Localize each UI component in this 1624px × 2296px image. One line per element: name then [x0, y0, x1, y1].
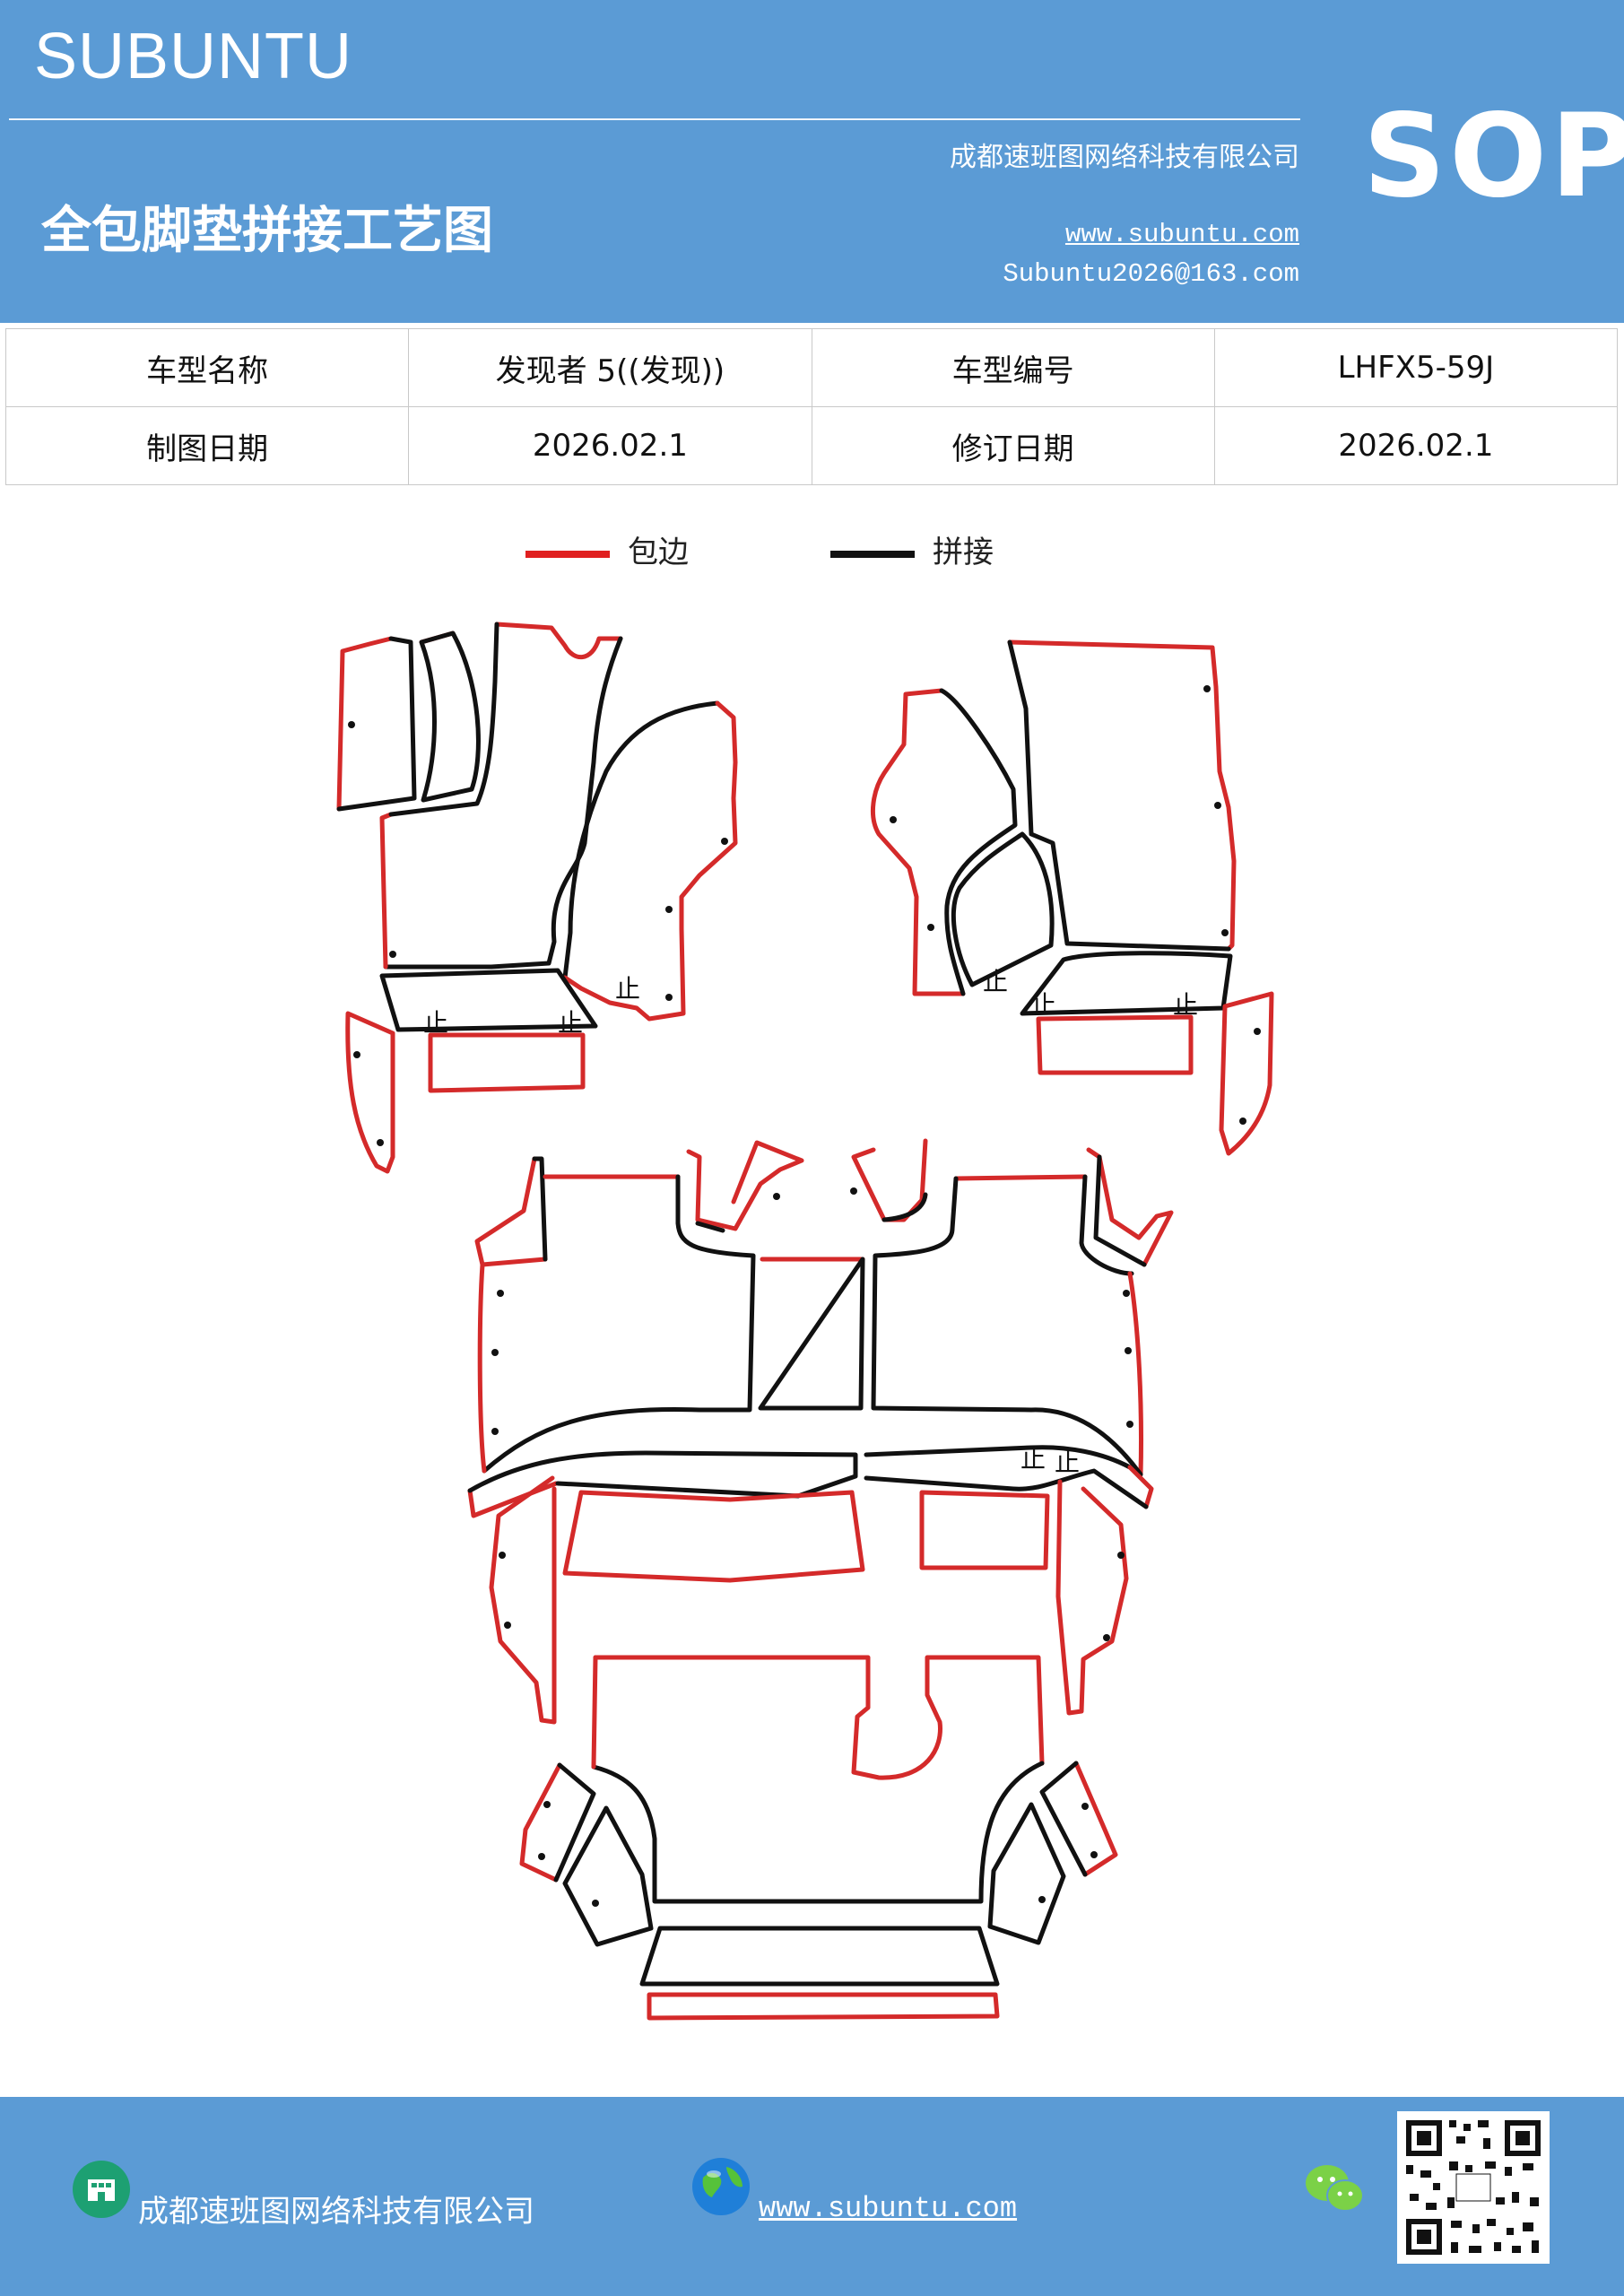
trunk-mat-group: [519, 1655, 1118, 2021]
table-cell: 制图日期: [4, 406, 410, 485]
legend-swatch-black: [830, 551, 915, 558]
table-cell: 2026.02.1: [408, 406, 812, 485]
front-right-mat-group: 止 止 止: [871, 639, 1274, 1156]
qr-code[interactable]: [1397, 2111, 1550, 2264]
stop-mark: 止: [615, 974, 640, 1004]
stop-mark: 止: [423, 1008, 448, 1038]
website-link[interactable]: www.subuntu.com: [1064, 220, 1299, 249]
table-cell: 2026.02.1: [1213, 406, 1619, 485]
globe-icon: [692, 2158, 750, 2215]
info-table: 车型名称 发现者 5((发现)) 车型编号 LHFX5-59J 制图日期 202…: [4, 328, 1619, 485]
company-name: 成都速班图网络科技有限公司: [950, 142, 1299, 173]
legend-swatch-red: [525, 551, 610, 558]
page-title: 全包脚垫拼接工艺图: [41, 201, 493, 260]
stop-mark: 止: [1020, 1444, 1046, 1474]
email-link[interactable]: Subuntu2026@163.com: [1003, 259, 1299, 289]
footer-company: 成都速班图网络科技有限公司: [138, 2194, 534, 2230]
header-banner: SUBUNTU 成都速班图网络科技有限公司 全包脚垫拼接工艺图 www.subu…: [0, 0, 1624, 323]
wechat-icon: [1306, 2165, 1364, 2212]
stop-mark: 止: [1173, 990, 1198, 1020]
front-left-mat-group: 止 止 止: [336, 622, 738, 1174]
legend-seam: 拼接: [830, 527, 994, 572]
stop-mark: 止: [558, 1008, 583, 1038]
sop-badge: SOP: [1363, 90, 1624, 223]
brand-name: SUBUNTU: [34, 21, 353, 92]
table-cell: 车型名称: [4, 328, 410, 407]
footer-banner: 成都速班图网络科技有限公司 www.subuntu.com: [0, 2097, 1624, 2296]
table-row: 制图日期 2026.02.1 修订日期 2026.02.1: [4, 406, 1619, 485]
table-cell: LHFX5-59J: [1213, 328, 1619, 407]
second-row-mat-group: 止 止: [467, 1138, 1174, 1725]
stop-mark: 止: [983, 967, 1008, 996]
table-row: 车型名称 发现者 5((发现)) 车型编号 LHFX5-59J: [4, 328, 1619, 407]
footer-website-link[interactable]: www.subuntu.com: [759, 2192, 1018, 2225]
building-icon: [73, 2161, 130, 2218]
legend-label: 包边: [628, 535, 689, 570]
stop-mark: 止: [1031, 990, 1056, 1020]
table-cell: 修订日期: [811, 406, 1215, 485]
legend-edge: 包边: [525, 527, 689, 572]
legend-label: 拼接: [933, 535, 994, 570]
table-cell: 发现者 5((发现)): [408, 328, 812, 407]
table-cell: 车型编号: [811, 328, 1215, 407]
stop-mark: 止: [1055, 1448, 1080, 1477]
header-divider: [9, 118, 1300, 120]
